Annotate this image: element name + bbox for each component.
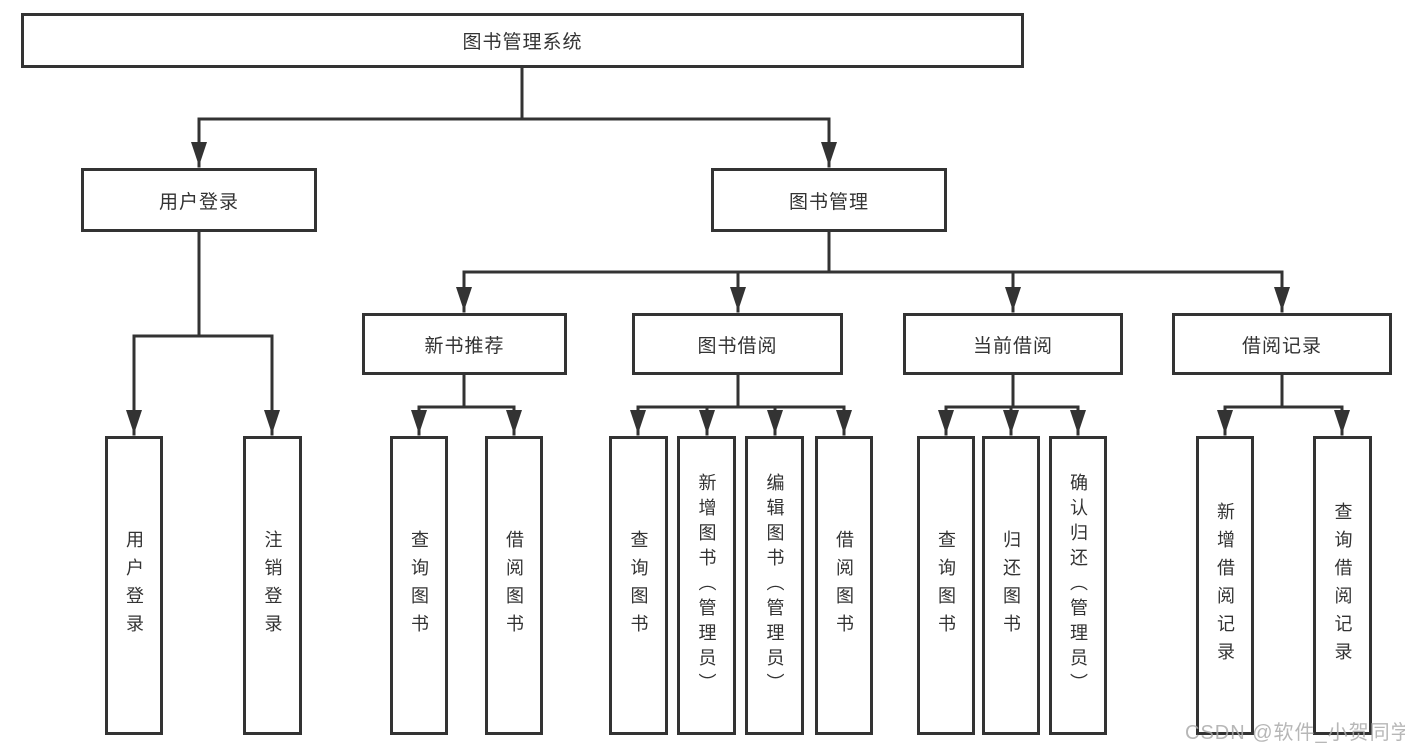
leaf-logout-label: 注销登录 <box>262 529 283 642</box>
leaf-add-book-admin-label: 新增图书（管理员） <box>696 473 717 698</box>
node-book-borrow-label: 图书借阅 <box>697 335 778 357</box>
connector-user-login <box>132 230 274 338</box>
leaf-add-book-admin: 新增图书（管理员） <box>677 436 736 735</box>
leaf-query-book-3: 查询图书 <box>917 436 975 735</box>
leaf-user-login-label: 用户登录 <box>124 529 144 642</box>
leaf-query-borrow-record: 查询借阅记录 <box>1313 436 1372 735</box>
node-current-borrow: 当前借阅 <box>903 313 1123 375</box>
leaf-query-book-3-label: 查询图书 <box>936 529 956 642</box>
leaf-borrow-book-2-label: 借阅图书 <box>834 529 854 642</box>
leaf-borrow-book-1-label: 借阅图书 <box>504 529 524 642</box>
leaf-query-book-2: 查询图书 <box>609 436 668 735</box>
connector-group-3 <box>944 373 1080 409</box>
connector-group-1 <box>417 373 516 409</box>
connector-book-mgmt <box>462 230 1284 274</box>
node-user-login: 用户登录 <box>81 168 317 232</box>
leaf-edit-book-admin-label: 编辑图书（管理员） <box>764 473 785 698</box>
node-user-login-label: 用户登录 <box>158 191 239 213</box>
node-current-borrow-label: 当前借阅 <box>972 335 1053 357</box>
leaf-edit-book-admin: 编辑图书（管理员） <box>745 436 804 735</box>
leaf-return-book-label: 归还图书 <box>1001 529 1021 642</box>
leaf-return-book: 归还图书 <box>982 436 1040 735</box>
node-book-borrow: 图书借阅 <box>632 313 843 375</box>
leaf-query-book-1: 查询图书 <box>390 436 448 735</box>
connector-group-4 <box>1223 373 1344 409</box>
leaf-add-borrow-record: 新增借阅记录 <box>1196 436 1254 735</box>
node-book-mgmt-label: 图书管理 <box>788 191 869 213</box>
node-new-book-recommend: 新书推荐 <box>362 313 567 375</box>
leaf-query-book-2-label: 查询图书 <box>628 529 649 642</box>
csdn-watermark: CSDN @软件_小贺同学 <box>1185 722 1405 744</box>
node-root: 图书管理系统 <box>21 13 1024 68</box>
leaf-query-borrow-record-label: 查询借阅记录 <box>1332 501 1353 670</box>
connector-group-2 <box>636 373 846 409</box>
node-book-mgmt: 图书管理 <box>711 168 947 232</box>
leaf-logout: 注销登录 <box>243 436 302 735</box>
node-borrow-record-label: 借阅记录 <box>1241 335 1322 357</box>
leaf-borrow-book-2: 借阅图书 <box>815 436 873 735</box>
leaf-confirm-return-admin-label: 确认归还（管理员） <box>1068 473 1088 698</box>
leaf-borrow-book-1: 借阅图书 <box>485 436 543 735</box>
leaf-add-borrow-record-label: 新增借阅记录 <box>1215 501 1235 670</box>
node-borrow-record: 借阅记录 <box>1172 313 1392 375</box>
connector-root <box>197 66 831 121</box>
leaf-query-book-1-label: 查询图书 <box>409 529 429 642</box>
leaf-user-login: 用户登录 <box>105 436 163 735</box>
node-root-label: 图书管理系统 <box>462 32 583 53</box>
node-new-book-recommend-label: 新书推荐 <box>424 335 505 357</box>
leaf-confirm-return-admin: 确认归还（管理员） <box>1049 436 1107 735</box>
